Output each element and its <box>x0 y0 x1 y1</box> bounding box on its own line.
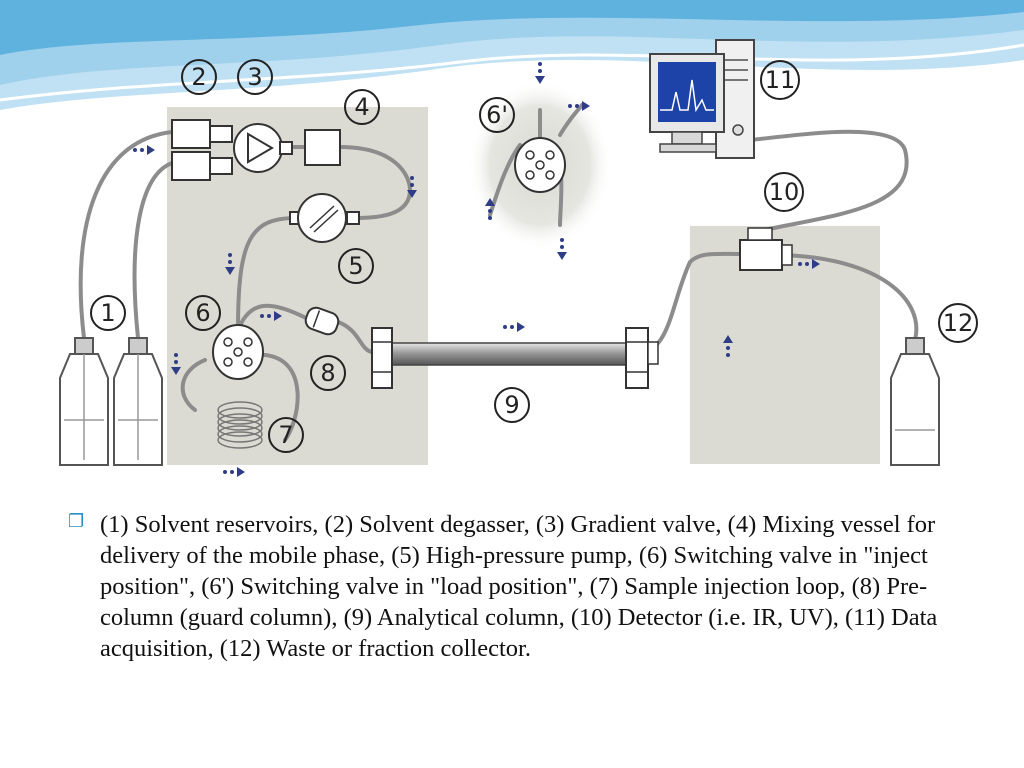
sample-injection-loop <box>217 401 263 449</box>
callout-4: 4 <box>344 89 380 125</box>
high-pressure-pump <box>289 193 360 243</box>
svg-text:6: 6 <box>195 299 210 327</box>
caption-text: (1) Solvent reservoirs, (2) Solvent dega… <box>100 511 938 662</box>
callout-6-prime: 6' <box>479 97 515 133</box>
svg-text:6': 6' <box>486 101 508 129</box>
svg-text:1: 1 <box>100 299 115 327</box>
pre-column <box>304 306 340 336</box>
callout-12: 12 <box>938 303 978 343</box>
mixing-vessel <box>304 129 341 166</box>
svg-text:11: 11 <box>765 66 796 94</box>
callout-11: 11 <box>760 60 800 100</box>
callout-7: 7 <box>268 417 304 453</box>
callout-3: 3 <box>237 59 273 95</box>
svg-text:9: 9 <box>504 391 519 419</box>
header-waves <box>0 0 1024 110</box>
computer-icon <box>649 39 755 159</box>
callout-10: 10 <box>764 172 804 212</box>
flow-arrows <box>133 62 820 477</box>
svg-text:4: 4 <box>354 93 369 121</box>
degasser <box>171 119 233 181</box>
svg-text:7: 7 <box>278 421 293 449</box>
analytical-column <box>371 327 659 389</box>
gradient-valve <box>233 123 293 173</box>
callout-1: 1 <box>90 295 126 331</box>
detector <box>739 227 793 271</box>
switching-valve-inject <box>212 324 264 380</box>
switching-valve-load <box>514 137 566 193</box>
svg-text:12: 12 <box>943 309 974 337</box>
waste-bottle <box>890 337 940 466</box>
svg-text:5: 5 <box>348 252 363 280</box>
bullet-icon: ❐ <box>68 511 85 532</box>
hplc-diagram: 1 2 3 4 5 6 6' 7 8 9 10 11 12 <box>0 0 1024 477</box>
solvent-bottle-2 <box>113 337 163 466</box>
svg-text:8: 8 <box>320 359 335 387</box>
callout-9: 9 <box>494 387 530 423</box>
svg-text:2: 2 <box>191 63 206 91</box>
solvent-bottle-1 <box>59 337 109 466</box>
svg-text:3: 3 <box>247 63 262 91</box>
callout-5: 5 <box>338 248 374 284</box>
callout-2: 2 <box>181 59 217 95</box>
callout-8: 8 <box>310 355 346 391</box>
callout-6: 6 <box>185 295 221 331</box>
svg-text:10: 10 <box>769 178 800 206</box>
